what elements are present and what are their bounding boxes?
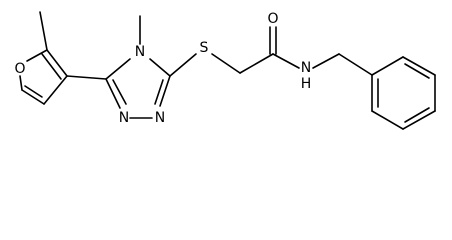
bond-co-nh <box>272 53 300 69</box>
bond-furan-c5-o <box>19 75 23 91</box>
bond-furan-triazole <box>66 75 107 80</box>
furan-ring <box>19 11 68 105</box>
bond-furan-o-c2 <box>26 49 48 62</box>
bond-nh-ch2 <box>312 53 340 69</box>
bond-ch2-co <box>239 53 274 74</box>
bond-furan-c2-c3 <box>46 49 68 77</box>
bond-furan-c4-c5 <box>21 89 45 105</box>
acetamide-chain <box>169 26 373 77</box>
bond-c5-n1-double <box>154 79 164 105</box>
bond-c3-n4 <box>105 58 131 80</box>
benzene-ring <box>371 56 436 130</box>
bond-furan-methyl <box>39 11 48 51</box>
atom-label-furan-oxygen: O <box>14 61 25 77</box>
atom-label-amide-nitrogen: N <box>301 60 311 76</box>
bond-furan-c2-c3-double <box>41 53 62 80</box>
bond-ph-1-2 <box>371 56 404 76</box>
bond-ph-inner-b <box>404 107 430 123</box>
bond-c5-s <box>169 53 197 77</box>
bond-s-ch2 <box>211 53 241 74</box>
bond-n2-c3-double <box>112 79 127 105</box>
atom-label-amide-hydrogen: H <box>301 76 312 92</box>
bond-n2-c3 <box>105 78 121 109</box>
atom-label-carbonyl-oxygen: O <box>267 11 278 27</box>
triazole-ring <box>105 15 171 119</box>
chemical-structure-diagram: O N S O N H N N <box>14 11 436 130</box>
bond-ph-5-6 <box>371 110 404 130</box>
atom-label-n4-nitrogen: N <box>135 44 145 60</box>
bond-furan-c3-c4 <box>43 75 68 105</box>
bond-ph-inner-a <box>404 63 430 79</box>
bond-c5-n1 <box>159 75 171 107</box>
bond-n4-c5 <box>149 58 171 77</box>
bond-furan-c4-c5-double <box>24 85 43 98</box>
atom-label-n2-nitrogen: N <box>119 110 129 126</box>
bond-ch2-phenyl <box>338 53 373 76</box>
bond-ph-4-5 <box>402 110 436 130</box>
bond-ph-2-3 <box>402 56 436 76</box>
atom-label-n1-nitrogen: N <box>155 110 165 126</box>
atom-label-sulfur: S <box>200 40 209 56</box>
